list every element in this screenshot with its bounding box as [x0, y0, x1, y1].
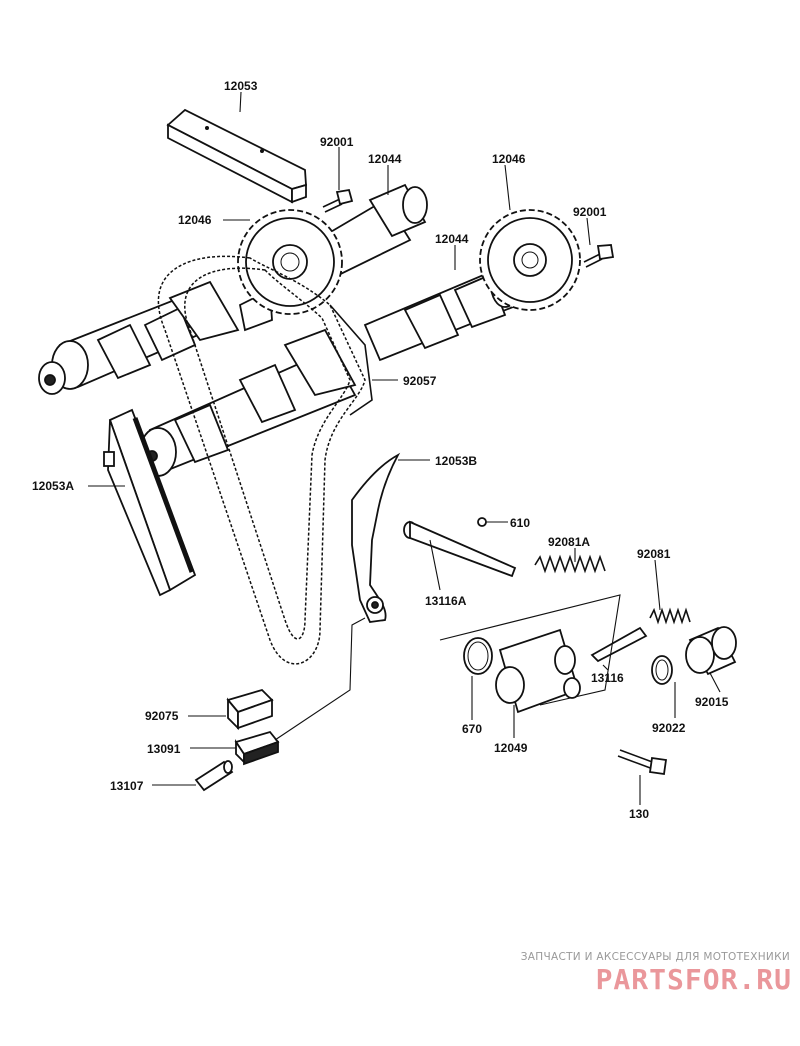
label-12053A: 12053A — [32, 479, 74, 493]
spring-92081 — [649, 607, 691, 625]
label-13116: 13116 — [591, 671, 624, 685]
cap-92015 — [685, 626, 737, 676]
rubber-92075 — [226, 688, 274, 731]
tensioner-body-12049 — [495, 628, 581, 714]
label-92081: 92081 — [637, 547, 671, 561]
watermark-caption: ЗАПЧАСТИ И АКСЕССУАРЫ ДЛЯ МОТОТЕХНИКИ — [520, 951, 790, 963]
upper-camshaft — [38, 183, 428, 395]
label-92022: 92022 — [652, 721, 686, 735]
tensioner-rod-13116A — [403, 520, 517, 578]
pin-13107 — [194, 760, 234, 792]
sprocket-right — [479, 209, 581, 311]
chain-guide-12053B — [351, 452, 401, 623]
label-12044-right: 12044 — [435, 232, 469, 246]
bolt-92001-right — [583, 244, 615, 268]
label-12049: 12049 — [494, 741, 528, 755]
label-130: 130 — [629, 807, 649, 821]
label-12046-right: 12046 — [492, 152, 526, 166]
leader-lines — [88, 91, 721, 805]
rod-13116 — [590, 626, 648, 663]
label-12044-left: 12044 — [368, 152, 402, 166]
spring-92081A — [534, 554, 606, 574]
ring-610 — [477, 517, 487, 527]
label-12053: 12053 — [224, 79, 258, 93]
label-670: 670 — [462, 722, 482, 736]
label-610: 610 — [510, 516, 530, 530]
label-92075: 92075 — [145, 709, 179, 723]
label-13091: 13091 — [147, 742, 181, 756]
label-92015: 92015 — [695, 695, 729, 709]
sprocket-left — [237, 209, 343, 315]
washer-92022 — [651, 655, 673, 685]
upper-chain-guide-part — [166, 108, 307, 204]
chain-guide-12053A — [103, 408, 197, 597]
label-13107: 13107 — [110, 779, 144, 793]
oring-670 — [463, 637, 493, 675]
label-92001-left: 92001 — [320, 135, 354, 149]
label-92001-right: 92001 — [573, 205, 607, 219]
watermark-logo: PARTSFOR.RU — [595, 963, 792, 996]
bracket-13091 — [234, 730, 280, 766]
label-12053B: 12053B — [435, 454, 477, 468]
label-92081A: 92081A — [548, 535, 590, 549]
bolt-130 — [617, 749, 668, 776]
label-12046-left: 12046 — [178, 213, 212, 227]
label-92057: 92057 — [403, 374, 437, 388]
label-13116A: 13116A — [425, 594, 467, 608]
bolt-92001-left — [322, 188, 354, 213]
cam-chain — [157, 255, 373, 665]
